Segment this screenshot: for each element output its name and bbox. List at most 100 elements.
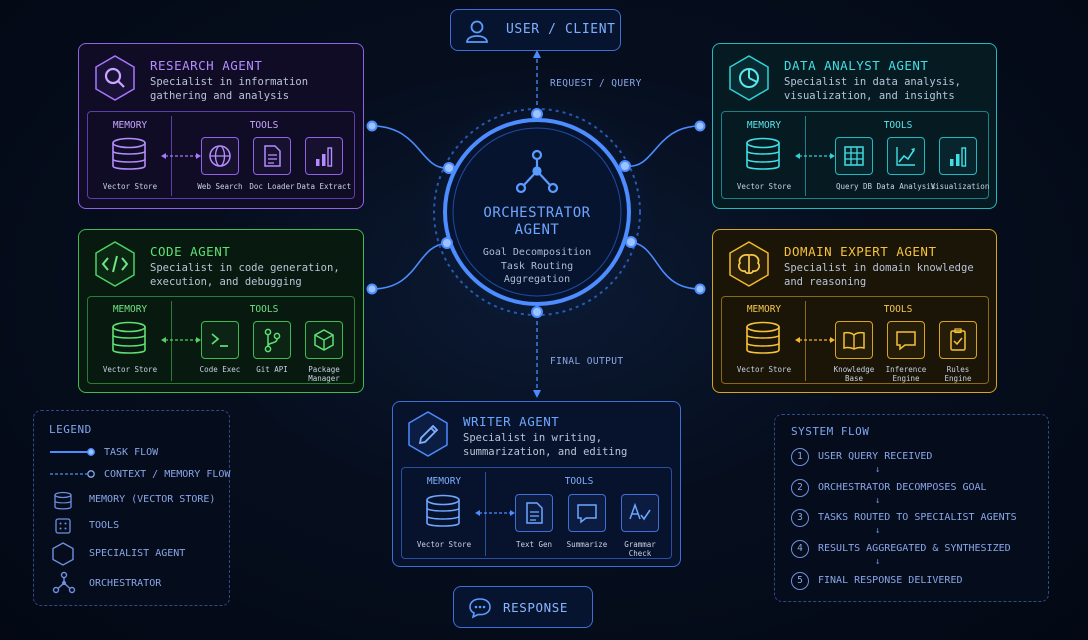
research-desc-line: Specialist in information xyxy=(150,76,309,88)
tool-label: Visualization xyxy=(930,182,990,191)
memory-label: MEMORY xyxy=(112,120,148,131)
tool-label: Inference Engine xyxy=(876,365,936,383)
tool-label: Code Exec xyxy=(199,365,241,374)
data-analyst-agent-panel[interactable]: DATA ANALYST AGENT Specialist in data an… xyxy=(712,43,997,209)
node-right-bottom xyxy=(625,236,637,248)
package-manager-tool[interactable] xyxy=(305,321,343,359)
tool-label: Package Manager xyxy=(294,365,354,383)
memory-link xyxy=(161,153,201,159)
node-research xyxy=(366,120,378,132)
visualization-tool[interactable] xyxy=(939,137,977,175)
orchestrator-inner-ring xyxy=(452,127,622,297)
writer-desc-line: Specialist in writing, xyxy=(463,432,603,444)
orchestrator-title-line1: ORCHESTRATOR xyxy=(483,205,591,221)
vector-store-label: Vector Store xyxy=(416,540,472,549)
node-left-top xyxy=(443,162,455,174)
trend-chart-icon xyxy=(896,147,915,166)
memory-link xyxy=(475,510,515,516)
user-client-box[interactable]: USER / CLIENT xyxy=(450,9,621,51)
tools-label: TOOLS xyxy=(249,120,279,131)
pie-chart-icon xyxy=(739,68,759,88)
tool-label: Text Gen xyxy=(515,540,553,549)
tool-label: Rules Engine xyxy=(928,365,988,383)
research-desc-line: gathering and analysis xyxy=(150,90,290,102)
legend-panel: LEGEND TASK FLOW CONTEXT / MEMORY FLOW M… xyxy=(33,410,230,606)
response-box[interactable]: RESPONSE xyxy=(453,586,593,628)
memory-label: MEMORY xyxy=(746,120,782,131)
system-flow-title: SYSTEM FLOW xyxy=(791,425,870,438)
code-agent-panel[interactable]: CODE AGENT Specialist in code generation… xyxy=(78,229,364,393)
tool-label: Grammar Check xyxy=(610,540,670,558)
web-search-tool[interactable] xyxy=(201,137,239,175)
knowledge-base-tool[interactable] xyxy=(835,321,873,359)
memory-link xyxy=(161,337,201,343)
git-api-tool[interactable] xyxy=(253,321,291,359)
database-icon xyxy=(746,137,780,170)
research-agent-panel[interactable]: RESEARCH AGENT Specialist in information… xyxy=(78,43,364,209)
memory-label: MEMORY xyxy=(426,476,462,487)
orchestrator-network-icon xyxy=(515,149,559,194)
code-exec-tool[interactable] xyxy=(201,321,239,359)
data-extract-tool[interactable] xyxy=(305,137,343,175)
data-resources: MEMORY TOOLS Vector Store xyxy=(721,111,989,199)
down-arrow-icon: ↓ xyxy=(875,557,881,567)
tool-label-line: Check xyxy=(628,549,652,558)
data-analysis-tool[interactable] xyxy=(887,137,925,175)
arrow-down xyxy=(533,390,541,398)
inference-engine-tool[interactable] xyxy=(887,321,925,359)
doc-loader-tool[interactable] xyxy=(253,137,291,175)
step-text: RESULTS AGGREGATED & SYNTHESIZED xyxy=(818,543,1011,554)
step-number: 2 xyxy=(791,479,809,497)
writer-desc-line: summarization, and editing xyxy=(463,446,628,458)
vector-store-label: Vector Store xyxy=(102,182,158,191)
document-icon xyxy=(526,502,543,524)
table-grid-icon xyxy=(844,146,864,166)
step-text: USER QUERY RECEIVED xyxy=(818,451,933,462)
package-cube-icon xyxy=(314,329,334,351)
data-agent-hex-badge xyxy=(729,55,769,101)
checklist-icon xyxy=(950,328,966,351)
wire-code xyxy=(371,242,449,290)
user-client-label: USER / CLIENT xyxy=(506,22,616,37)
tools-label: TOOLS xyxy=(883,304,913,315)
response-label: RESPONSE xyxy=(503,600,569,615)
data-desc-line: Specialist in data analysis, xyxy=(784,76,962,88)
tool-label: Doc Loader xyxy=(249,182,295,191)
orchestrator-title-line2: AGENT xyxy=(514,222,560,238)
tool-label-line: Manager xyxy=(308,374,340,383)
domain-agent-desc: Specialist in domain knowledge and reaso… xyxy=(784,261,974,289)
task-flow-swatch xyxy=(50,448,95,456)
database-icon xyxy=(54,491,72,510)
step-text: ORCHESTRATOR DECOMPOSES GOAL xyxy=(818,482,987,493)
step-number: 1 xyxy=(791,448,809,466)
arrow-up xyxy=(533,50,541,58)
vector-store-label: Vector Store xyxy=(102,365,158,374)
tool-label-line: Engine xyxy=(892,374,920,383)
text-gen-tool[interactable] xyxy=(515,494,553,532)
domain-desc-line: Specialist in domain knowledge xyxy=(784,262,974,274)
chat-bubble-icon xyxy=(469,598,491,619)
pencil-icon xyxy=(418,424,439,445)
node-data xyxy=(694,120,706,132)
tool-label-line: Engine xyxy=(944,374,972,383)
wire-research xyxy=(371,125,449,169)
orchestrator-task: Goal Decomposition xyxy=(482,247,592,258)
grammar-check-tool[interactable] xyxy=(621,494,659,532)
code-agent-hex-badge xyxy=(95,241,135,287)
brain-icon xyxy=(737,254,761,275)
query-db-tool[interactable] xyxy=(835,137,873,175)
writer-agent-panel[interactable]: WRITER AGENT Specialist in writing, summ… xyxy=(392,401,681,567)
domain-expert-agent-panel[interactable]: DOMAIN EXPERT AGENT Specialist in domain… xyxy=(712,229,997,393)
code-resources: MEMORY TOOLS Vector Store Code Exec xyxy=(87,296,355,384)
summarize-tool[interactable] xyxy=(568,494,606,532)
database-icon xyxy=(426,494,460,527)
writer-agent-hex-badge xyxy=(408,411,448,457)
step-number: 3 xyxy=(791,509,809,527)
tool-label-line: Knowledge xyxy=(833,365,875,374)
legend-item: ORCHESTRATOR xyxy=(89,578,162,589)
rules-engine-tool[interactable] xyxy=(939,321,977,359)
node-bottom xyxy=(531,306,543,318)
legend-item: TASK FLOW xyxy=(104,447,159,458)
terminal-icon xyxy=(211,333,228,347)
